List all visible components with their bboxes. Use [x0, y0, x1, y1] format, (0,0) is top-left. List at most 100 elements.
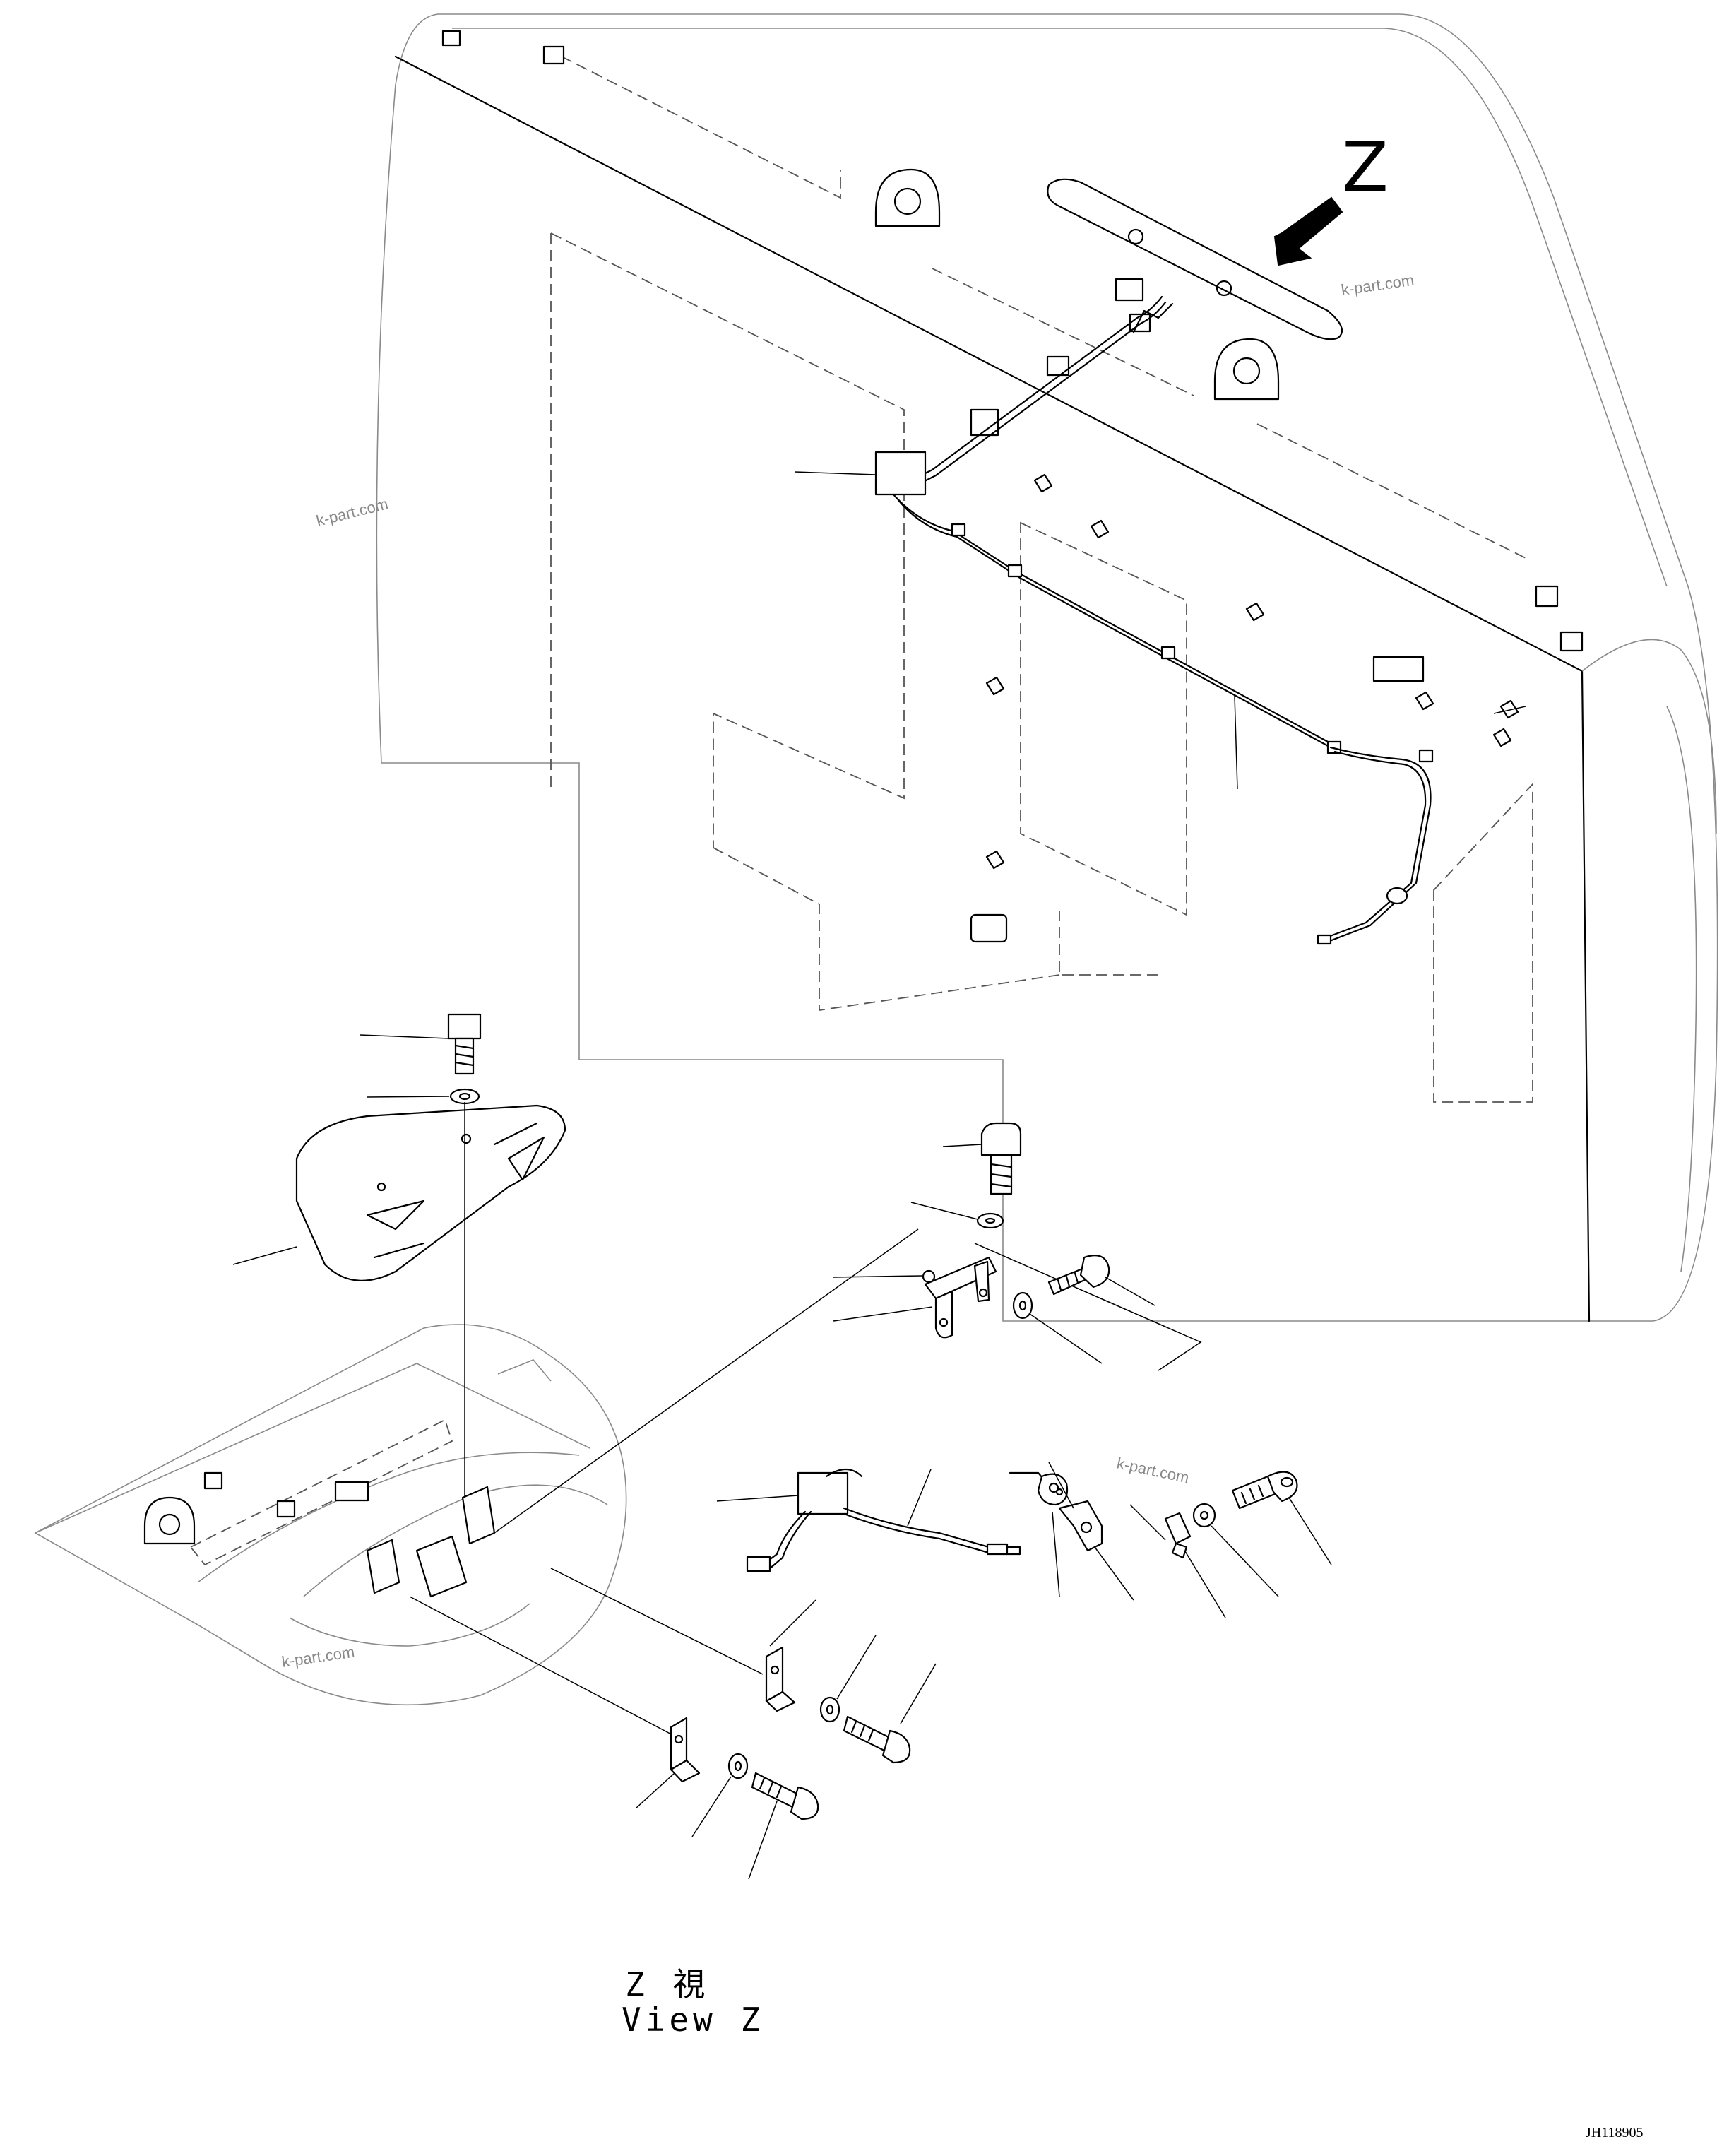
lift-eye-left [874, 168, 941, 227]
bolt-lower [751, 1772, 819, 1820]
bolt-bracket-upper [980, 1122, 1022, 1195]
harness-clip [1418, 749, 1434, 763]
lift-eye-view-z [143, 1496, 196, 1545]
leader-line [1094, 1546, 1134, 1601]
access-cover [970, 913, 1008, 943]
nut-block [1046, 355, 1070, 377]
nut-block [441, 30, 461, 47]
lamp-clip [1164, 1512, 1192, 1559]
bolt-lamp [1231, 1471, 1298, 1510]
lift-eye-right [1213, 338, 1280, 401]
washer-lower [727, 1753, 749, 1779]
leader-line [635, 1772, 675, 1809]
lamp-cover-installed [1047, 178, 1343, 340]
leader-line [1493, 706, 1526, 714]
connector-block [874, 451, 927, 496]
nut-block [203, 1471, 223, 1490]
assembly-line [494, 1228, 919, 1534]
watermark-text: k-part.com [314, 494, 390, 529]
lamp-harness [746, 1468, 1021, 1572]
lamp-cover [295, 1104, 566, 1281]
clip-bracket [985, 850, 1005, 870]
leader-line [1048, 1462, 1074, 1509]
view-caption: Z 視 View Z [622, 1965, 764, 2039]
leader-line [833, 1306, 933, 1322]
mount-bracket [461, 1486, 496, 1545]
leader-line [716, 1495, 799, 1502]
leader-line [833, 1275, 922, 1278]
leader-line [748, 1801, 778, 1880]
wiring-harness-installed [874, 295, 1434, 945]
nut-block [334, 1481, 369, 1502]
clip-bracket [1090, 519, 1110, 539]
clip-bracket [985, 676, 1005, 696]
nut-block [276, 1500, 296, 1518]
leader-line [1105, 1277, 1155, 1306]
caption-english: View Z [622, 2001, 764, 2039]
bolt-cover [447, 1013, 482, 1075]
nut-block [1559, 631, 1584, 652]
washer-lamp [1192, 1503, 1216, 1528]
harness-terminal [1006, 1546, 1021, 1556]
harness-clip [1160, 646, 1176, 660]
leader-line [1052, 1511, 1060, 1597]
harness-terminal [1317, 934, 1332, 945]
leader-line [910, 1202, 978, 1220]
lamp-bracket [922, 1256, 997, 1339]
harness-clip [1326, 740, 1342, 754]
mount-bracket-lower [670, 1717, 701, 1783]
leader-line [1211, 1525, 1279, 1597]
harness-clip [951, 523, 966, 537]
washer-bracket [1012, 1291, 1033, 1320]
view-marker-z: Z [1273, 128, 1389, 266]
leader-line [942, 1144, 982, 1147]
connector-block [797, 1471, 849, 1515]
harness-clip [1007, 564, 1023, 578]
leader-line [360, 1034, 449, 1039]
view-marker-letter: Z [1342, 128, 1389, 207]
clip-bracket [1492, 728, 1512, 747]
leader-line [900, 1663, 937, 1724]
assembly-line [409, 1596, 679, 1739]
leader-line [794, 471, 877, 475]
nut-block [1372, 656, 1425, 682]
bolt-middle [843, 1715, 911, 1764]
clip-bracket [1415, 691, 1434, 711]
figure-reference-code: JH118905 [1586, 2125, 1643, 2140]
leader-line [769, 1599, 816, 1647]
housing-outline [34, 1324, 627, 1706]
watermark-text: k-part.com [1115, 1454, 1191, 1486]
leader-line [691, 1776, 732, 1837]
clip-bracket [1033, 473, 1053, 493]
leader-line [1029, 1313, 1103, 1364]
nut-block [542, 45, 565, 65]
leader-line [1288, 1497, 1332, 1565]
nut-block [1535, 585, 1559, 608]
mount-bracket [415, 1535, 468, 1598]
counterweight-panel [376, 13, 1718, 1322]
harness-grommet [1386, 887, 1408, 905]
leader-line [836, 1635, 877, 1700]
leader-line [232, 1246, 297, 1265]
assembly-line [1129, 1504, 1166, 1541]
clip-bracket [1499, 699, 1519, 719]
view-direction-arrow-icon [1273, 196, 1343, 266]
mount-bracket [366, 1539, 400, 1594]
nut-block [1115, 278, 1144, 302]
caption-japanese: Z 視 [625, 1965, 709, 2003]
assembly-line [974, 1243, 1202, 1371]
washer-middle [819, 1696, 840, 1723]
washer-cover [449, 1088, 480, 1105]
clip-bracket [1245, 602, 1265, 622]
leader-line [1234, 695, 1238, 790]
watermark-text: k-part.com [1340, 271, 1415, 299]
watermark-text: k-part.com [280, 1643, 355, 1671]
mount-bracket-middle [765, 1646, 796, 1712]
leader-line [907, 1469, 932, 1527]
lamp-switch [1009, 1471, 1103, 1552]
harness-terminal [746, 1556, 771, 1572]
harness-terminal [986, 1543, 1009, 1556]
washer-upper [976, 1212, 1004, 1229]
leader-line [367, 1096, 450, 1098]
